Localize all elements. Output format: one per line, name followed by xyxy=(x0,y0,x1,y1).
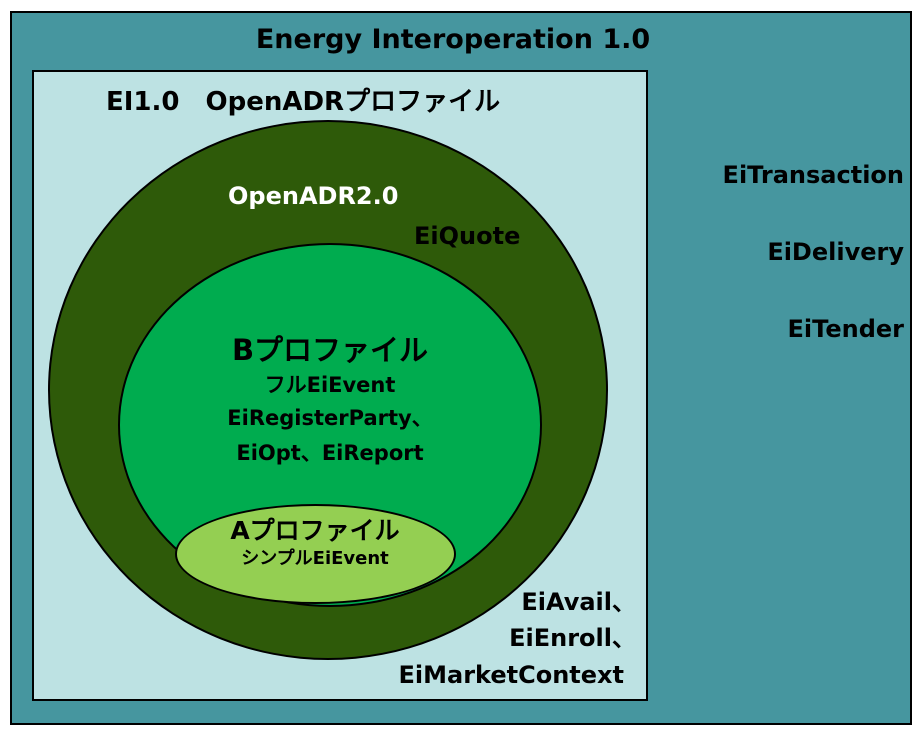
service-eienroll: EiEnroll、 xyxy=(509,624,636,652)
service-eimarketcontext: EiMarketContext xyxy=(398,661,625,689)
energy-interoperation-title: Energy Interoperation 1.0 xyxy=(255,24,651,55)
service-eitransaction: EiTransaction xyxy=(722,161,904,189)
a-profile-ellipse xyxy=(175,504,456,604)
a-profile-title: Aプロファイル xyxy=(230,516,400,545)
a-profile-subtitle: シンプルEiEvent xyxy=(241,548,389,569)
b-profile-title: Bプロファイル xyxy=(231,333,429,367)
service-eiavail: EiAvail、 xyxy=(521,588,636,616)
service-eiquote: EiQuote xyxy=(414,222,521,250)
openadr2-title: OpenADR2.0 xyxy=(228,182,399,210)
ei-openadr-profile-title: EI1.0 OpenADRプロファイル xyxy=(106,87,501,117)
b-profile-line-eiopt-eireport: EiOpt、EiReport xyxy=(236,441,424,465)
service-eidelivery: EiDelivery xyxy=(767,238,904,266)
b-profile-line-full-eievent: フルEiEvent xyxy=(264,373,396,397)
b-profile-line-eiregisterparty: EiRegisterParty、 xyxy=(227,406,433,430)
service-eitender: EiTender xyxy=(787,315,904,343)
